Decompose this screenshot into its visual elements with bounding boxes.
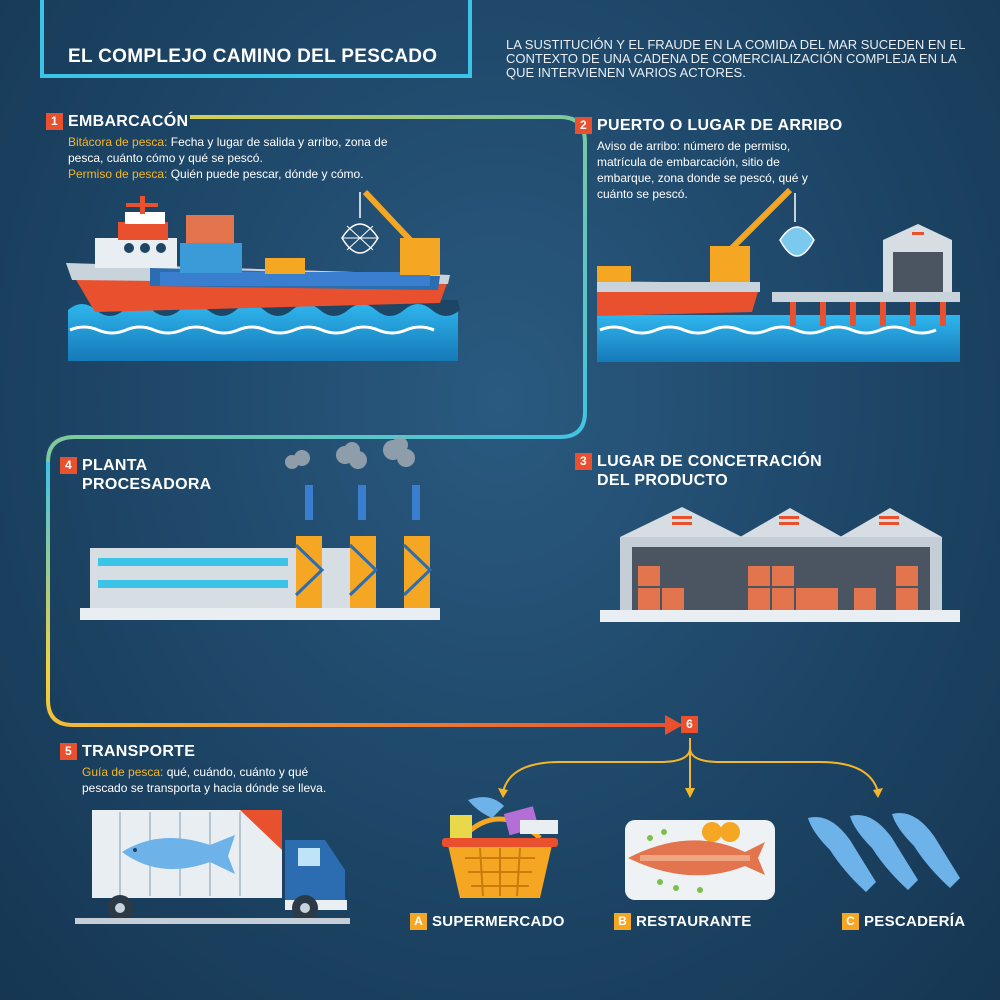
step-2-title: PUERTO O LUGAR DE ARRIBO xyxy=(597,117,843,134)
fish-market-illustration xyxy=(808,812,960,892)
destination-b-label: RESTAURANTE xyxy=(636,913,752,930)
step-6-badge: 6 xyxy=(681,716,698,734)
step-4-block: 4 PLANTA PROCESADORA xyxy=(60,456,260,494)
step-1-label-a: Bitácora de pesca: xyxy=(68,135,168,149)
step-1-label-b: Permiso de pesca: xyxy=(68,167,168,181)
step-6-number: 6 xyxy=(681,716,698,734)
step-1-title: EMBARCACÓN xyxy=(68,113,189,130)
destination-b: B RESTAURANTE xyxy=(614,913,752,931)
step-1-description: Bitácora de pesca: Fecha y lugar de sali… xyxy=(46,134,406,182)
destination-a-letter: A xyxy=(410,913,427,931)
step-1-heading: 1 EMBARCACÓN xyxy=(46,112,406,131)
step-5-label-a: Guía de pesca: xyxy=(82,765,164,779)
fishing-ship-illustration xyxy=(66,189,460,361)
step-3-heading: 3 LUGAR DE CONCETRACIÓN DEL PRODUCTO xyxy=(575,452,845,490)
step-4-title-line2: PROCESADORA xyxy=(82,476,212,493)
branch-arrows xyxy=(502,738,879,793)
concentration-warehouse-illustration xyxy=(600,507,960,622)
title-frame xyxy=(40,0,472,78)
step-5-number: 5 xyxy=(60,743,77,761)
step-1-text-a: Fecha y lugar de salida y arribo, zona d… xyxy=(68,135,388,165)
flow-path-lower xyxy=(46,462,665,727)
step-3-title-line2: DEL PRODUCTO xyxy=(597,472,729,489)
destination-c-label: PESCADERÍA xyxy=(864,913,966,930)
intro-text: LA SUSTITUCIÓN Y EL FRAUDE EN LA COMIDA … xyxy=(506,37,965,80)
port-illustration xyxy=(597,187,960,362)
supermarket-basket-illustration xyxy=(442,797,558,898)
destination-b-letter: B xyxy=(614,913,631,931)
destination-a: A SUPERMERCADO xyxy=(410,913,565,931)
delivery-truck-illustration xyxy=(75,810,350,924)
step-4-title-line1: PLANTA xyxy=(82,457,148,474)
page-title: EL COMPLEJO CAMINO DEL PESCADO xyxy=(68,46,438,67)
step-5-description: Guía de pesca: qué, cuándo, cuánto y qué… xyxy=(60,764,352,796)
step-4-heading: 4 PLANTA PROCESADORA xyxy=(60,456,260,494)
step-2-block: 2 PUERTO O LUGAR DE ARRIBO Aviso de arrib… xyxy=(575,116,845,202)
step-1-block: 1 EMBARCACÓN Bitácora de pesca: Fecha y l… xyxy=(46,112,406,182)
destination-a-label: SUPERMERCADO xyxy=(432,913,565,930)
step-2-number: 2 xyxy=(575,117,592,135)
step-5-text-a: qué, cuándo, cuánto y qué pescado se tra… xyxy=(82,765,327,795)
step-1-text-b: Quién puede pescar, dónde y cómo. xyxy=(167,167,364,181)
processing-plant-illustration xyxy=(80,437,440,620)
step-1-number: 1 xyxy=(46,113,63,131)
step-2-heading: 2 PUERTO O LUGAR DE ARRIBO xyxy=(575,116,845,135)
destination-c-letter: C xyxy=(842,913,859,931)
step-5-title: TRANSPORTE xyxy=(82,743,196,760)
restaurant-plate-illustration xyxy=(625,820,775,900)
step-3-title-line1: LUGAR DE CONCETRACIÓN xyxy=(597,453,822,470)
step-3-block: 3 LUGAR DE CONCETRACIÓN DEL PRODUCTO xyxy=(575,452,845,490)
step-4-number: 4 xyxy=(60,457,77,475)
step-3-number: 3 xyxy=(575,453,592,471)
destination-c: C PESCADERÍA xyxy=(842,913,965,931)
flow-arrow-head xyxy=(665,715,683,735)
step-5-block: 5 TRANSPORTE Guía de pesca: qué, cuándo, … xyxy=(60,742,360,796)
step-5-heading: 5 TRANSPORTE xyxy=(60,742,360,761)
step-2-description: Aviso de arribo: número de permiso, matr… xyxy=(597,139,808,201)
